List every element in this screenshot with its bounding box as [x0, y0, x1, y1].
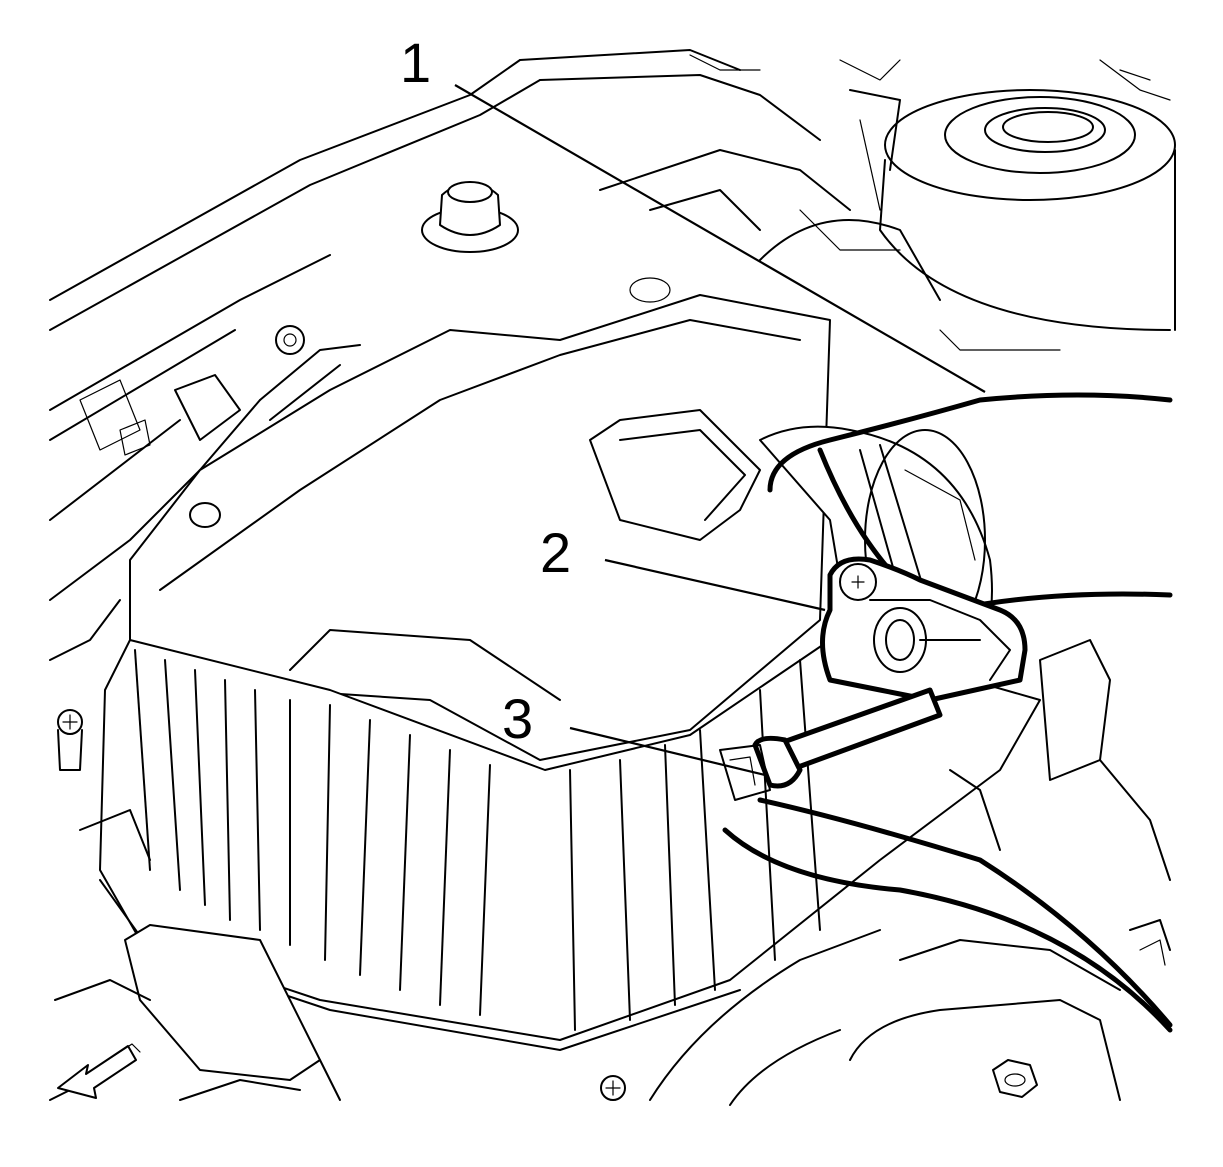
wiring-harness-clip	[719, 735, 803, 801]
engine-compartment-background	[49, 49, 1176, 661]
lower-left-components	[49, 809, 341, 1101]
housing-ribs	[134, 649, 821, 1031]
callout-label-2: 2	[540, 521, 571, 584]
fastener-bolt	[275, 325, 305, 355]
front-direction-arrow-icon	[57, 1043, 141, 1099]
leader-line-2	[604, 558, 826, 612]
leader-lines	[454, 84, 986, 777]
lower-engine-components	[649, 759, 1171, 1106]
housing-screw-bottom	[600, 1075, 626, 1101]
mass-airflow-sensor-connector	[820, 556, 1028, 703]
callout-label-3: 3	[502, 687, 533, 750]
leader-line-1	[454, 84, 986, 393]
strut-tower	[849, 89, 1176, 351]
grommet	[421, 181, 519, 253]
leader-line-3	[569, 726, 766, 777]
callout-label-1: 1	[400, 31, 431, 94]
hex-bolt	[992, 1059, 1038, 1098]
housing-screw-left	[57, 709, 83, 771]
